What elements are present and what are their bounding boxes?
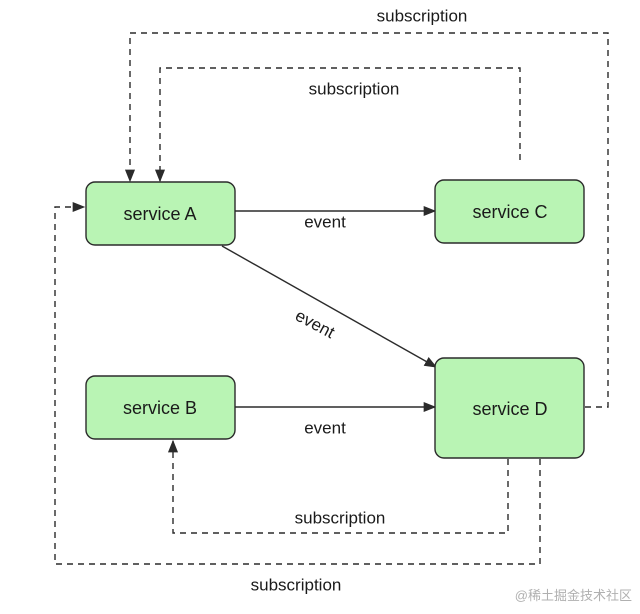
- edge-label-b-to-d: event: [304, 419, 346, 438]
- watermark: @稀土掘金技术社区: [515, 588, 632, 603]
- edge-label-d-to-b: subscription: [295, 509, 386, 528]
- node-service-d-label: service D: [472, 399, 547, 419]
- edge-label-d-to-a-bottom: subscription: [251, 576, 342, 595]
- edge-d-to-b: [167, 439, 509, 534]
- edge-label-c-to-a: subscription: [309, 80, 400, 99]
- edge-c-to-a: [154, 67, 521, 183]
- edge-label-a-to-c: event: [304, 213, 346, 232]
- edge-d-to-a-bottom: [54, 201, 541, 565]
- node-service-b-label: service B: [123, 398, 197, 418]
- edge-label-d-to-a-top: subscription: [377, 7, 468, 26]
- node-service-b: service B: [85, 375, 236, 440]
- node-service-c: service C: [434, 179, 585, 244]
- node-service-a-label: service A: [123, 204, 196, 224]
- node-service-d: service D: [434, 357, 585, 459]
- edge-label-a-to-d: event: [292, 306, 338, 342]
- edge-d-to-a-top: [124, 32, 609, 408]
- node-service-c-label: service C: [472, 202, 547, 222]
- node-service-a: service A: [85, 181, 236, 246]
- edge-a-to-d: [221, 245, 438, 368]
